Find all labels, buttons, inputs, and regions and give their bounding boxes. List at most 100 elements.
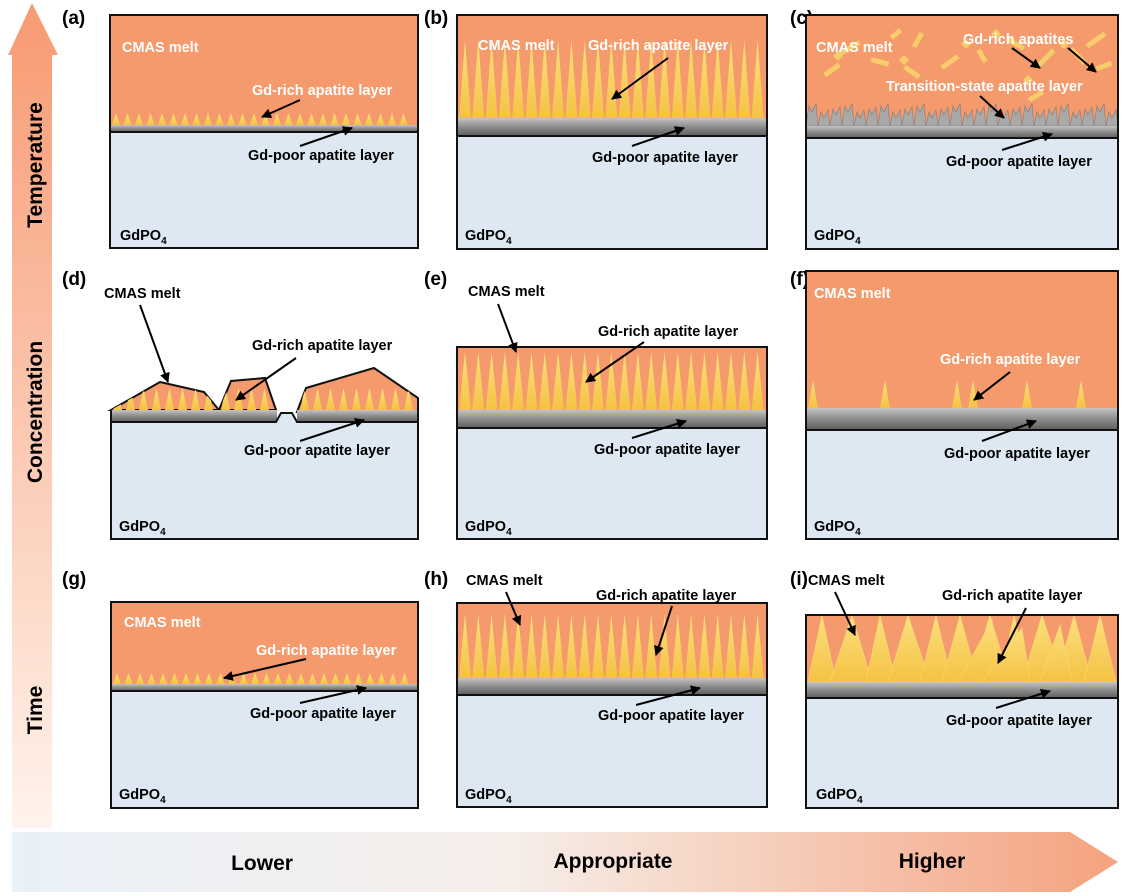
apatite-crystal	[605, 352, 618, 410]
apatite-crystal	[645, 614, 658, 678]
apatite-crystal	[538, 352, 551, 410]
substrate-label: GdPO4	[120, 228, 167, 247]
apatite-crystal	[399, 113, 408, 125]
apatite-rod	[870, 57, 890, 67]
apatite-crystal	[139, 388, 148, 410]
panel-h: (h) CMAS melt Gd-rich apatite layer Gd-p…	[424, 569, 768, 808]
apatite-crystal	[592, 352, 604, 410]
apatite-crystal	[285, 673, 294, 684]
substrate-label: GdPO4	[814, 228, 861, 247]
apatite-crystal	[711, 40, 724, 118]
apatite-rod	[1095, 60, 1113, 72]
apatite-crystal	[251, 673, 259, 684]
apatite-crystal	[698, 40, 711, 118]
apatite-crystal	[751, 614, 764, 678]
apatite-crystal	[552, 40, 565, 118]
panel-f: (f) CMAS melt Gd-rich apatite layer Gd-p…	[790, 269, 1119, 540]
apatite-crystal	[247, 388, 256, 410]
apatite-crystal	[645, 352, 658, 410]
apatite-crystal	[618, 614, 631, 678]
apatite-crystal	[472, 40, 485, 118]
apatite-crystal	[498, 352, 511, 410]
cmas-melt-label: CMAS melt	[816, 40, 893, 56]
apatite-crystal	[498, 614, 511, 678]
apatite-crystal	[1059, 39, 1069, 49]
apatite-crystal	[899, 55, 909, 65]
cmas-melt-label: CMAS melt	[808, 573, 885, 589]
apatite-crystal	[227, 113, 235, 125]
apatite-crystal	[300, 388, 309, 410]
gd-rich-label: Gd-rich apatite layer	[598, 324, 739, 340]
apatite-crystal	[525, 40, 538, 118]
apatite-crystal	[113, 673, 121, 684]
apatite-crystal	[250, 113, 258, 125]
apatite-crystal	[126, 388, 135, 410]
apatite-crystal	[152, 388, 161, 410]
apatite-crystal	[711, 352, 724, 410]
panel-tag: (g)	[62, 569, 86, 590]
apatite-crystal	[365, 113, 373, 125]
gd-rich-apatites-label: Gd-rich apatites	[963, 32, 1073, 48]
gd-poor-label: Gd-poor apatite layer	[598, 708, 744, 724]
apatite-crystal	[221, 388, 230, 410]
gd-poor-label: Gd-poor apatite layer	[248, 148, 394, 164]
substrate-label: GdPO4	[465, 228, 512, 247]
apatite-crystal	[565, 352, 578, 410]
axis-label-higher: Higher	[899, 850, 966, 873]
apatite-crystal	[751, 352, 764, 410]
apatite-rod	[976, 48, 988, 64]
apatite-crystal	[578, 352, 591, 410]
gd-rich-label: Gd-rich apatite layer	[256, 643, 397, 659]
apatite-crystal	[459, 614, 471, 678]
apatite-crystal	[485, 40, 498, 118]
apatite-crystal	[113, 388, 122, 410]
gd-rich-apatite-spikes	[459, 352, 764, 410]
gd-rich-apatite-spikes	[113, 673, 409, 684]
apatite-crystal	[685, 614, 698, 678]
apatite-crystal	[313, 388, 322, 410]
apatite-crystal	[135, 113, 143, 125]
apatite-crystal	[284, 113, 293, 125]
cmas-melt-label: CMAS melt	[468, 284, 545, 300]
apatite-crystal	[124, 673, 133, 684]
apatite-crystal	[136, 673, 144, 684]
gd-rich-apatite-spikes	[808, 380, 1086, 408]
apatite-crystal	[485, 614, 498, 678]
panel-e: (e) CMAS melt Gd-rich apatite layer Gd-p…	[424, 269, 768, 540]
apatite-crystal	[725, 352, 737, 410]
apatite-crystal	[631, 614, 644, 678]
apatite-crystal	[365, 388, 374, 410]
apatite-crystal	[525, 352, 538, 410]
apatite-rod	[889, 28, 903, 40]
apatite-crystal	[738, 40, 751, 118]
apatite-crystal	[326, 388, 335, 410]
apatite-rod	[903, 64, 921, 80]
apatite-crystal	[658, 614, 671, 678]
apatite-crystal	[725, 614, 737, 678]
apatite-crystal	[192, 113, 201, 125]
gd-poor-label: Gd-poor apatite layer	[250, 706, 396, 722]
apatite-crystal	[388, 113, 396, 125]
panel-tag: (b)	[424, 8, 448, 29]
apatite-crystal	[459, 40, 471, 118]
horizontal-axis-arrow	[12, 832, 1118, 892]
panel-tag: (d)	[62, 269, 86, 290]
apatite-rod	[1036, 48, 1056, 68]
cmas-melt-label: CMAS melt	[122, 40, 199, 56]
apatite-crystal	[725, 40, 737, 118]
apatite-crystal	[260, 388, 269, 410]
panel-tag: (f)	[790, 269, 809, 290]
apatite-crystal	[353, 113, 362, 125]
apatite-crystal	[711, 614, 724, 678]
apatite-rod	[940, 54, 960, 70]
apatite-crystal	[389, 673, 397, 684]
apatite-crystal	[512, 40, 525, 118]
apatite-crystal	[331, 673, 340, 684]
apatite-crystal	[320, 673, 328, 684]
substrate-label: GdPO4	[816, 787, 863, 806]
apatite-crystal	[193, 673, 202, 684]
gd-poor-label: Gd-poor apatite layer	[946, 154, 1092, 170]
vertical-axis-arrow	[8, 3, 58, 828]
apatite-crystal	[343, 673, 351, 684]
